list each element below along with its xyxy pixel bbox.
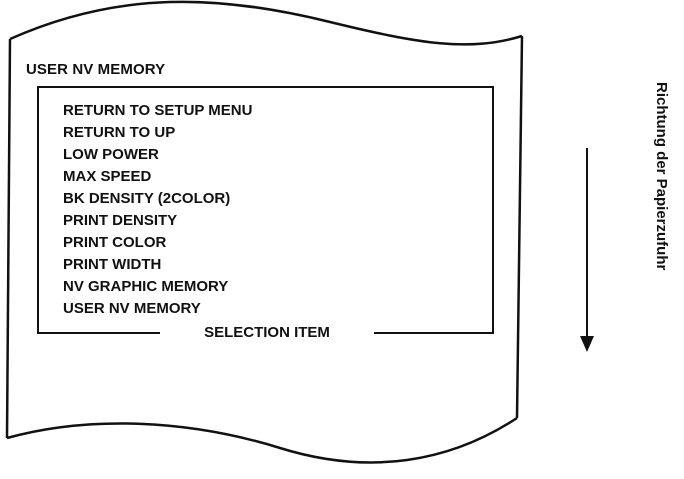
selection-item-label: SELECTION ITEM (204, 324, 330, 341)
menu-item-print-width: PRINT WIDTH (63, 256, 162, 273)
menu-item-low-power: LOW POWER (63, 146, 159, 163)
menu-item-bk-density: BK DENSITY (2COLOR) (63, 190, 231, 207)
paper-feed-direction-label: Richtung der Papierzufuhr (653, 82, 670, 271)
arrow-down-icon (580, 148, 594, 352)
box-bottom-line-right (374, 332, 494, 334)
paper-title: USER NV MEMORY (26, 61, 166, 78)
menu-list: RETURN TO SETUP MENU RETURN TO UP LOW PO… (63, 100, 252, 320)
menu-item-max-speed: MAX SPEED (63, 168, 152, 185)
menu-item-return-to-up: RETURN TO UP (63, 124, 176, 141)
menu-item-nv-graphic-memory: NV GRAPHIC MEMORY (63, 278, 229, 295)
paper-bottom-edge (6, 416, 518, 464)
arrow-head (580, 336, 594, 352)
menu-item-return-to-setup-menu: RETURN TO SETUP MENU (63, 102, 253, 119)
arrow-shaft (586, 148, 588, 338)
paper-top-edge (9, 0, 523, 46)
selection-item-box (37, 86, 494, 334)
menu-item-print-color: PRINT COLOR (63, 234, 167, 251)
box-bottom-line-left (37, 332, 160, 334)
paper-right-edge (515, 35, 524, 419)
paper-left-edge (5, 38, 12, 439)
menu-item-user-nv-memory: USER NV MEMORY (63, 300, 201, 317)
menu-item-print-density: PRINT DENSITY (63, 212, 178, 229)
